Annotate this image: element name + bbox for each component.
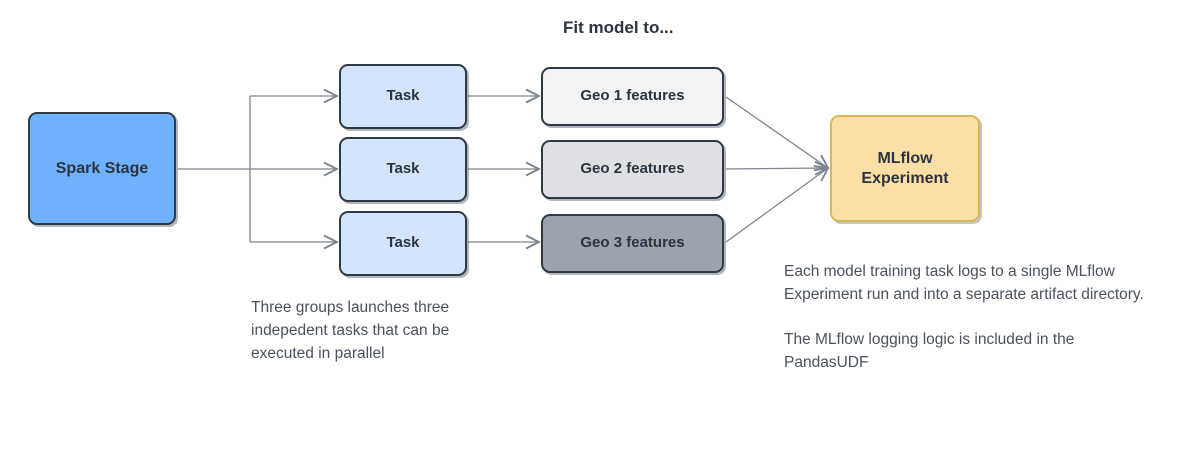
diagram-title: Fit model to...	[563, 18, 674, 37]
node-geo-2-features-label: Geo 2 features	[580, 160, 685, 178]
caption-mlflow-logging-paragraph-2: The MLflow logging logic is included in …	[784, 330, 1075, 371]
node-geo-1-features[interactable]: Geo 1 features	[541, 67, 724, 126]
node-mlflow-experiment-label-line1: MLflow	[877, 149, 933, 167]
caption-parallel-tasks-text: Three groups launches three indepedent t…	[251, 299, 450, 362]
node-mlflow-experiment-label-line2: Experiment	[861, 169, 949, 187]
node-task-1[interactable]: Task	[339, 64, 467, 129]
node-spark-stage-label: Spark Stage	[55, 159, 149, 177]
caption-mlflow-logging: Each model training task logs to a singl…	[784, 261, 1156, 375]
caption-mlflow-logging-paragraph-1: Each model training task logs to a singl…	[784, 263, 1144, 303]
node-geo-3-features[interactable]: Geo 3 features	[541, 214, 724, 273]
node-spark-stage[interactable]: Spark Stage	[28, 112, 176, 225]
caption-parallel-tasks: Three groups launches three indepedent t…	[251, 297, 513, 366]
node-task-2[interactable]: Task	[339, 137, 467, 202]
edge-geo-3-to-mlflow	[725, 168, 828, 243]
node-task-3-label: Task	[386, 234, 420, 252]
node-geo-1-features-label: Geo 1 features	[580, 87, 685, 105]
node-geo-3-features-label: Geo 3 features	[580, 234, 685, 252]
node-task-2-label: Task	[386, 160, 420, 178]
edge-geo-1-to-mlflow	[725, 96, 828, 168]
node-task-3[interactable]: Task	[339, 211, 467, 276]
node-task-1-label: Task	[386, 87, 420, 105]
node-mlflow-experiment[interactable]: MLflow Experiment	[830, 115, 980, 222]
edge-spark-to-branch	[178, 96, 251, 242]
edge-geo-2-to-mlflow	[725, 168, 828, 169]
node-geo-2-features[interactable]: Geo 2 features	[541, 140, 724, 199]
